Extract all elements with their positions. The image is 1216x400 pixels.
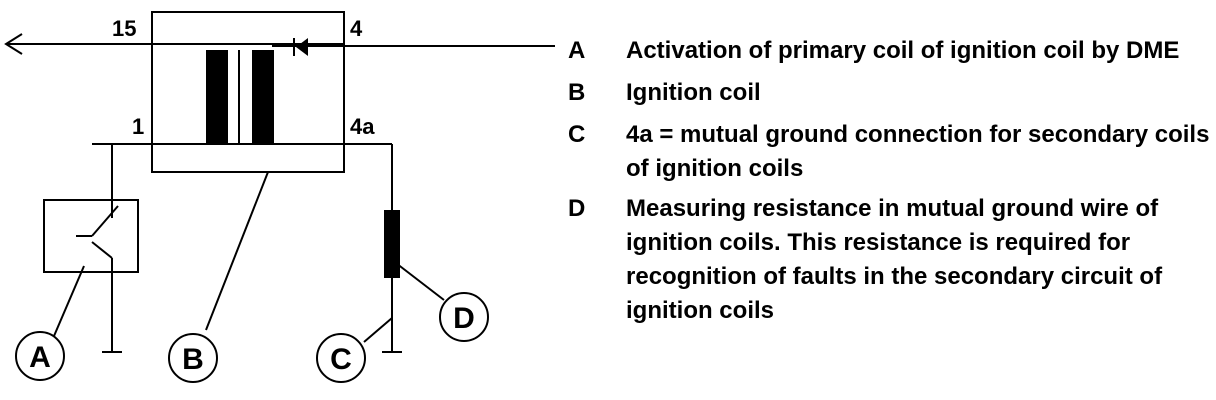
leader-a: [53, 265, 85, 337]
callout-letter-b: B: [182, 343, 204, 376]
callout-letter-d: D: [453, 302, 475, 335]
terminal-4-label: 4: [350, 16, 363, 41]
arrow-head-icon: [4, 33, 23, 55]
callout-circle-a: [15, 331, 65, 381]
ignition-circuit-diagram: 15 4 1 4a A B C D: [4, 11, 555, 383]
leader-b: [205, 171, 269, 331]
primary-winding: [206, 50, 228, 144]
ignition-coil-inner-frame: [151, 43, 345, 145]
callout-circle-d: [439, 292, 489, 342]
terminal-4a-label: 4a: [350, 114, 375, 139]
ground-resistor: [384, 210, 400, 278]
legend-key: C: [568, 121, 586, 148]
leader-c: [363, 317, 393, 343]
legend-key: B: [568, 79, 586, 106]
callout-circle-b: [168, 333, 218, 383]
legend-item-c: C 4a = mutual ground connection for seco…: [568, 118, 1213, 186]
legend-item-d: D Measuring resistance in mutual ground …: [568, 192, 1213, 328]
legend-item-b: B Ignition coil: [568, 76, 1213, 110]
legend-key: D: [568, 195, 586, 222]
legend-item-a: A Activation of primary coil of ignition…: [568, 34, 1213, 68]
legend-description: Ignition coil: [626, 79, 761, 106]
switch-contact-blade: [91, 205, 119, 237]
diagram-legend: A Activation of primary coil of ignition…: [568, 34, 1213, 328]
ignition-coil-housing: [151, 11, 345, 173]
terminal-15-label: 15: [112, 16, 136, 41]
callout-letter-a: A: [29, 341, 51, 374]
terminal-1-label: 1: [132, 114, 144, 139]
dme-switch-box: [43, 199, 139, 273]
switch-contact-lower: [91, 241, 113, 259]
legend-description: 4a = mutual ground connection for second…: [626, 121, 1210, 182]
legend-description: Activation of primary coil of ignition c…: [626, 37, 1180, 64]
legend-description: Measuring resistance in mutual ground wi…: [626, 195, 1163, 324]
leader-d: [391, 259, 445, 301]
callout-letter-c: C: [330, 343, 352, 376]
legend-key: A: [568, 37, 586, 64]
diode-icon: [296, 38, 308, 56]
secondary-winding: [252, 50, 274, 144]
callout-circle-c: [316, 333, 366, 383]
